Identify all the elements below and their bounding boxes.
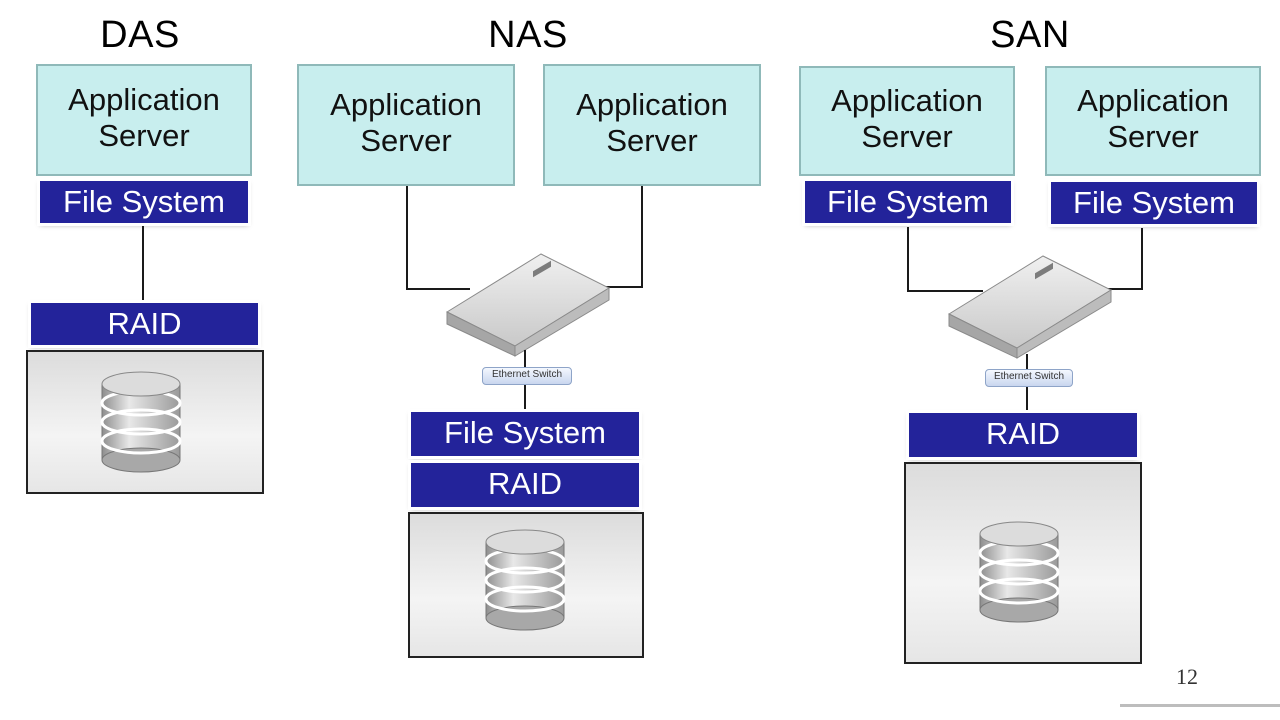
nas-server-right-line1: Application [576, 87, 728, 122]
nas-server-right-line2: Server [606, 123, 698, 158]
san-application-server-left: Application Server [799, 66, 1015, 176]
san-server-right-line1: Application [1077, 83, 1229, 118]
nas-raid: RAID [408, 460, 642, 510]
das-server-line2: Server [98, 118, 190, 153]
san-link-left-vertical [907, 227, 909, 292]
san-link-left-horizontal [907, 290, 983, 292]
nas-disk-icon [484, 529, 566, 631]
san-link-right-horizontal [1098, 288, 1143, 290]
page-number: 12 [1176, 664, 1198, 689]
das-disk-icon [100, 371, 182, 473]
nas-application-server-left: Application Server [297, 64, 515, 186]
san-switch-to-label [1026, 354, 1028, 369]
san-raid: RAID [906, 410, 1140, 460]
san-file-system-left: File System [802, 178, 1014, 226]
nas-link-right-horizontal [598, 286, 643, 288]
san-server-left-line2: Server [861, 119, 953, 154]
das-application-server: Application Server [36, 64, 252, 176]
nas-ethernet-switch-label: Ethernet Switch [482, 367, 572, 385]
san-ethernet-switch-icon [947, 255, 1113, 359]
nas-link-left-horizontal [406, 288, 470, 290]
nas-ethernet-switch-icon [445, 253, 611, 357]
das-connector [142, 226, 144, 300]
nas-title: NAS [488, 14, 568, 56]
san-server-left-line1: Application [831, 83, 983, 118]
san-link-right-vertical [1141, 228, 1143, 290]
das-raid: RAID [28, 300, 261, 348]
san-application-server-right: Application Server [1045, 66, 1261, 176]
san-ethernet-switch-label: Ethernet Switch [985, 369, 1073, 387]
das-file-system: File System [37, 178, 251, 226]
san-server-right-line2: Server [1107, 119, 1199, 154]
nas-label-to-storage [524, 385, 526, 411]
san-file-system-right: File System [1048, 179, 1260, 227]
nas-application-server-right: Application Server [543, 64, 761, 186]
nas-switch-to-label [524, 350, 526, 368]
nas-link-right-vertical [641, 186, 643, 288]
san-title: SAN [990, 14, 1070, 56]
san-label-to-raid [1026, 387, 1028, 413]
nas-server-left-line1: Application [330, 87, 482, 122]
san-disk-icon [978, 521, 1060, 623]
das-server-line1: Application [68, 82, 220, 117]
nas-link-left-vertical [406, 186, 408, 290]
nas-file-system: File System [408, 409, 642, 459]
das-title: DAS [100, 14, 180, 56]
nas-server-left-line2: Server [360, 123, 452, 158]
bottom-rule [1120, 704, 1280, 707]
